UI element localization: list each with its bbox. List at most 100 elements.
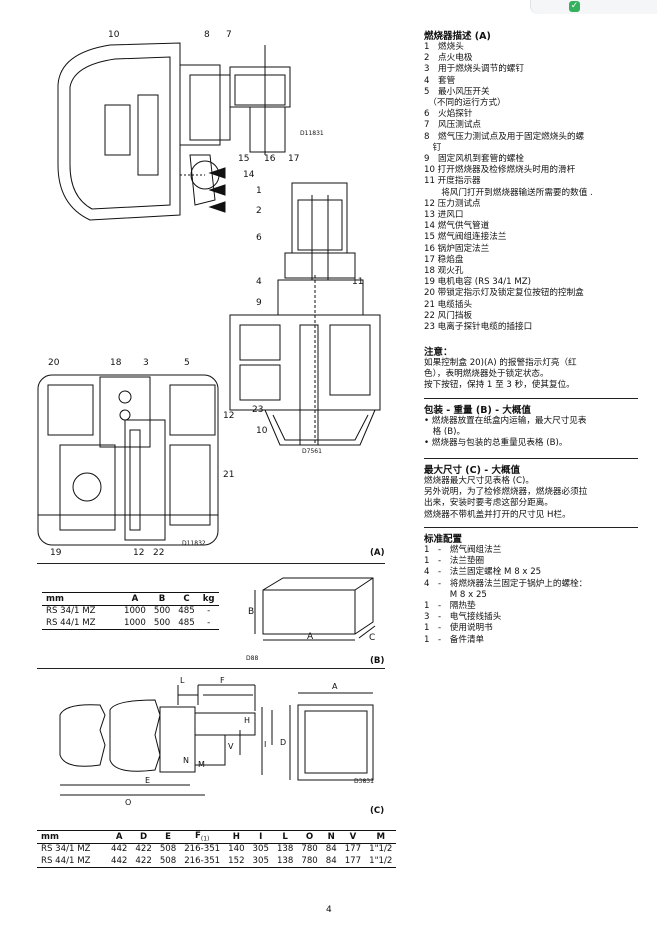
callout-11: 11 bbox=[352, 277, 363, 287]
list-item: 15 燃气阀组连接法兰 bbox=[424, 232, 507, 243]
dim-h: H bbox=[244, 716, 250, 725]
dim-o: O bbox=[125, 798, 131, 807]
list-item: 21 电缆插头 bbox=[424, 299, 473, 310]
callout-12-bottom: 12 bbox=[133, 548, 144, 558]
divider-right-3 bbox=[424, 527, 638, 528]
dimensions-title: 最大尺寸 (C) - 大概值 bbox=[424, 465, 521, 476]
dimensions-section: 最大尺寸 (C) - 大概值 燃烧器最大尺寸见表格 (C)。 另外说明，为了检修… bbox=[424, 462, 638, 521]
list-item: 5 最小风压开关 bbox=[424, 86, 490, 97]
table-row: RS 34/1 MZ 442 422 508 216-351 140 305 1… bbox=[41, 844, 393, 855]
dim-a-label: A bbox=[307, 632, 314, 642]
col-c: C bbox=[183, 593, 190, 604]
page-number: 4 bbox=[326, 905, 332, 915]
dim-l: L bbox=[180, 676, 185, 685]
list-item: 23 电离子探针电缆的插接口 bbox=[424, 322, 533, 333]
list-item: 7 风压测试点 bbox=[424, 120, 482, 131]
col-a: A bbox=[131, 593, 139, 604]
description-section: 燃烧器描述 (A) 1 燃烧头 2 点火电极 3 用于燃烧头调节的螺钉 4 套管… bbox=[424, 28, 638, 333]
dimensions-table: mm A D E F(1) H I L O N V M RS 34/1 MZ 4… bbox=[37, 830, 397, 868]
table-row: RS 44/1 MZ 442 422 508 216-351 152 305 1… bbox=[41, 855, 393, 866]
col-mm: mm bbox=[46, 593, 64, 604]
dim-v: V bbox=[228, 742, 234, 751]
description-title: 燃烧器描述 (A) bbox=[424, 31, 491, 42]
callout-2: 2 bbox=[256, 206, 262, 216]
figure-b-letter: (B) bbox=[370, 656, 385, 666]
callout-23: 23 bbox=[252, 405, 263, 415]
list-item: 19 电机电容 (RS 34/1 MZ) bbox=[424, 277, 531, 288]
table-row: RS 34/1 MZ 1000 500 485 - bbox=[46, 606, 211, 617]
figure-c-letter: (C) bbox=[370, 806, 385, 816]
callout-7: 7 bbox=[226, 30, 232, 40]
callout-9: 9 bbox=[256, 298, 262, 308]
callout-18: 18 bbox=[110, 358, 122, 368]
divider-right-2 bbox=[424, 458, 638, 459]
list-item: （不同的运行方式） bbox=[424, 98, 506, 109]
code-d11831: D11831 bbox=[300, 130, 324, 137]
callout-3: 3 bbox=[143, 358, 149, 368]
callout-8: 8 bbox=[204, 30, 210, 40]
dim-b-label: B bbox=[248, 607, 254, 617]
callout-10-top: 10 bbox=[108, 30, 120, 40]
list-item: 16 锅炉固定法兰 bbox=[424, 243, 490, 254]
table-row: RS 44/1 MZ 1000 500 485 - bbox=[46, 617, 211, 628]
list-item: 4 套管 bbox=[424, 75, 456, 86]
code-d88: D88 bbox=[246, 655, 259, 662]
list-item: 钉 bbox=[424, 142, 442, 153]
dim-c-label: C bbox=[369, 633, 375, 643]
list-item: 14 燃气供气管道 bbox=[424, 221, 490, 232]
list-item: 9 固定风机到套管的螺栓 bbox=[424, 154, 524, 165]
list-item: 13 进风口 bbox=[424, 210, 464, 221]
callout-17: 17 bbox=[288, 154, 299, 164]
callout-16: 16 bbox=[264, 154, 276, 164]
code-d7561: D7561 bbox=[302, 448, 322, 455]
packaging-title: 包装 - 重量 (B) - 大概值 bbox=[424, 405, 531, 416]
dimensions-drawing: L F A H V I D N M E O D3831 bbox=[59, 676, 374, 807]
divider-a bbox=[37, 563, 385, 564]
callout-19: 19 bbox=[50, 548, 62, 558]
callout-6: 6 bbox=[256, 233, 262, 243]
list-item: 10 打开燃烧器及检修燃烧头时用的滑杆 bbox=[424, 165, 576, 176]
dim-d: D bbox=[280, 738, 286, 747]
callout-22: 22 bbox=[153, 548, 164, 558]
divider-b bbox=[37, 668, 385, 669]
code-d3831: D3831 bbox=[354, 778, 374, 785]
note-section: 注意： 如果控制盒 20)(A) 的报警指示灯亮（红 色），表明燃烧器处于锁定状… bbox=[424, 344, 638, 392]
callout-5: 5 bbox=[184, 358, 190, 368]
callout-1: 1 bbox=[256, 186, 262, 196]
dim-f: F bbox=[220, 676, 225, 685]
figure-a-drawings: 10 8 7 D11831 15 16 17 14 1 2 6 4 11 9 2… bbox=[37, 30, 381, 558]
callout-12-right: 12 bbox=[223, 411, 234, 421]
figure-a-letter: (A) bbox=[370, 548, 385, 558]
callout-10-mid: 10 bbox=[256, 426, 268, 436]
extension-badge[interactable]: ✓ bbox=[530, 0, 657, 14]
description-list: 1 燃烧头 2 点火电极 3 用于燃烧头调节的螺钉 4 套管 5 最小风压开关 … bbox=[424, 42, 638, 333]
callout-21: 21 bbox=[223, 470, 234, 480]
list-item: 2 点火电极 bbox=[424, 53, 473, 64]
list-item: 11 开度指示器 bbox=[424, 176, 481, 187]
list-item: 22 风门挡板 bbox=[424, 310, 473, 321]
list-item: 6 火焰探针 bbox=[424, 109, 473, 120]
list-item: 20 带锁定指示灯及锁定复位按钮的控制盒 bbox=[424, 288, 584, 299]
callout-14: 14 bbox=[243, 170, 255, 180]
list-item: 18 观火孔 bbox=[424, 266, 464, 277]
list-item: 将风门打开到燃烧器输送所需要的数值 . bbox=[424, 187, 593, 198]
dim-m: M bbox=[198, 760, 205, 769]
col-b: B bbox=[158, 593, 166, 604]
callout-4: 4 bbox=[256, 277, 262, 287]
list-item: 12 压力测试点 bbox=[424, 198, 481, 209]
callout-15: 15 bbox=[238, 154, 249, 164]
divider-right-1 bbox=[424, 398, 638, 399]
list-item: 8 燃气压力测试点及用于固定燃烧头的螺 bbox=[424, 131, 585, 142]
packaging-section: 包装 - 重量 (B) - 大概值 • 燃烧器放置在纸盒内运输，最大尺寸见表 格… bbox=[424, 402, 638, 450]
callout-20: 20 bbox=[48, 358, 60, 368]
dim-n: N bbox=[183, 756, 189, 765]
code-d11832: D11832 bbox=[182, 540, 206, 547]
col-kg: kg bbox=[202, 593, 215, 604]
list-item: 3 用于燃烧头调节的螺钉 bbox=[424, 64, 524, 75]
dim-i: I bbox=[264, 740, 266, 749]
check-icon: ✓ bbox=[569, 1, 580, 12]
packaging-table: mm A B C kg RS 34/1 MZ 1000 500 485 - RS… bbox=[42, 592, 219, 630]
dim-e: E bbox=[145, 776, 150, 785]
standard-title: 标准配置 bbox=[424, 534, 463, 545]
